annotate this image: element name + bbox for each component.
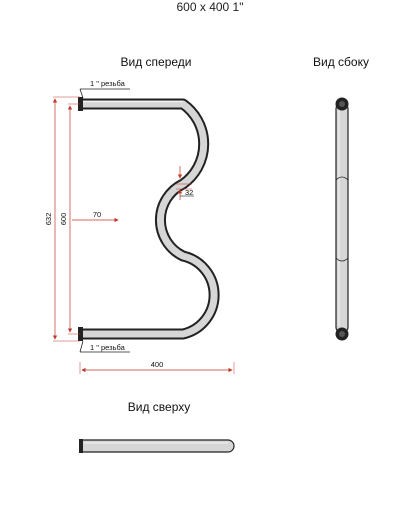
dim-value-400: 400 [151,360,164,369]
dimension-bend-gap: 32 [176,166,194,200]
thread-callout-top: 1 " резьба [79,79,130,99]
dim-value-70: 70 [93,210,101,219]
dimension-axis-height: 600 [59,103,80,335]
top-view-pipe [79,439,235,453]
front-view-pipe [78,97,220,341]
front-view-label: Вид спереди [120,55,191,69]
dimension-offset: 70 [72,210,119,223]
side-view-pipe [335,97,349,341]
dimension-overall-height: 632 [44,96,80,342]
dim-value-600: 600 [59,213,68,226]
dimension-width: 400 [79,360,235,374]
dim-value-632: 632 [44,213,53,226]
thread-label-top: 1 " резьба [90,79,126,88]
dim-value-32: 32 [185,188,193,197]
thread-label-bottom: 1 " резьба [90,343,126,352]
thread-end-bottom [78,327,83,341]
side-view-label: Вид сбоку [313,55,369,69]
top-view-thread-end [79,439,83,453]
drawing-title: 600 x 400 1" [176,0,244,14]
thread-end-top [78,97,83,111]
thread-callout-bottom: 1 " резьба [79,340,130,353]
top-view-label: Вид сверху [128,400,191,414]
